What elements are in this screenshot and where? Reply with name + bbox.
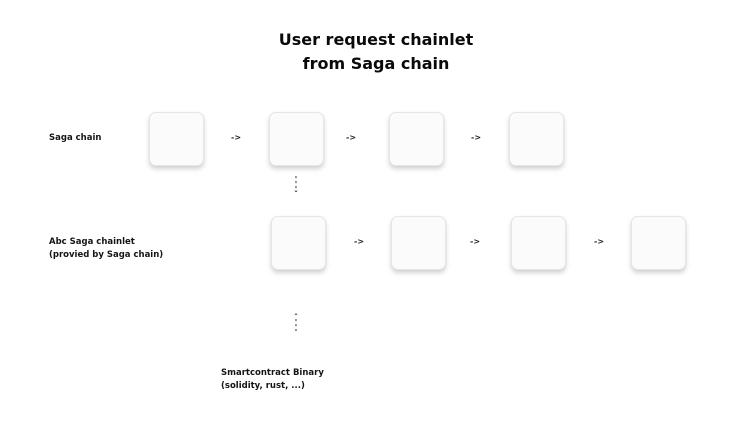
chainlet-block-4: [631, 216, 686, 270]
chainlet-block-3: [511, 216, 566, 270]
title-line-2: from Saga chain: [302, 54, 450, 73]
row-label-line: Saga chain: [49, 133, 102, 143]
row-label-saga-chain: Saga chain: [49, 132, 101, 145]
arrow-right: ->: [471, 133, 482, 142]
row-label-line: (provied by Saga chain): [49, 250, 164, 260]
bottom-label-line: (solidity, rust, ...): [221, 381, 305, 391]
chainlet-block-2: [391, 216, 446, 270]
arrow-right: ->: [354, 237, 365, 246]
saga-chain-block-2: [269, 112, 324, 166]
chainlet-block-1: [271, 216, 326, 270]
arrow-right: ->: [231, 133, 242, 142]
title-line-1: User request chainlet: [278, 30, 474, 49]
saga-chain-block-4: [509, 112, 564, 166]
dashed-arrow-down-icon: ' ' ' ˇ: [294, 175, 298, 199]
arrow-right: ->: [594, 237, 605, 246]
dashed-arrow-up-icon: ˆ ' ' ': [294, 313, 298, 337]
arrow-right: ->: [346, 133, 357, 142]
arrow-right: ->: [470, 237, 481, 246]
row-label-chainlet: Abc Saga chainlet (provied by Saga chain…: [49, 236, 163, 262]
row-label-line: Abc Saga chainlet: [49, 237, 135, 247]
smartcontract-binary-label: Smartcontract Binary (solidity, rust, ..…: [221, 367, 324, 393]
bottom-label-line: Smartcontract Binary: [221, 368, 324, 378]
diagram-title: User request chainlet from Saga chain: [0, 28, 752, 76]
saga-chain-block-3: [389, 112, 444, 166]
saga-chain-block-1: [149, 112, 204, 166]
